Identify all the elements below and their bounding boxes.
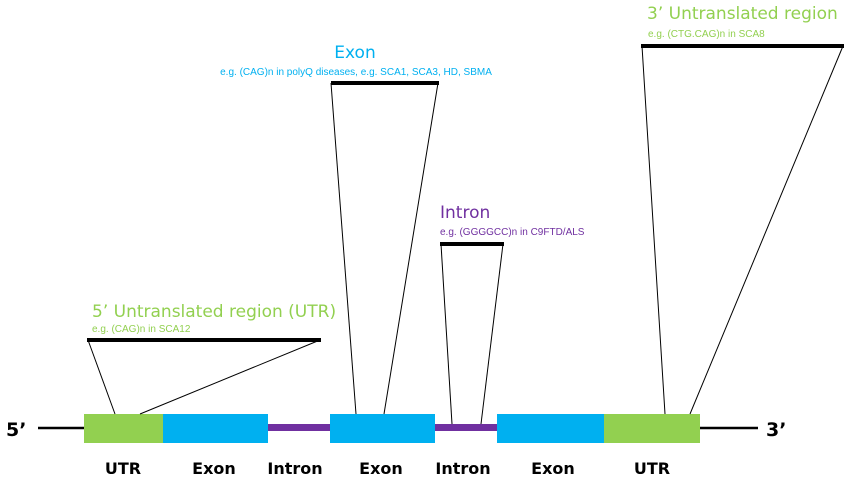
exon-connector-right <box>383 82 439 415</box>
intron-connector-left <box>440 243 453 425</box>
intron-callout-example: e.g. (GGGGCC)n in C9FTD/ALS <box>440 227 585 238</box>
utr5-connector-right <box>139 339 321 415</box>
exon-repeat-bar <box>331 81 439 85</box>
utr5-callout-title: 5’ Untranslated region (UTR) <box>92 302 336 322</box>
utr3-connector-left <box>641 45 666 415</box>
exon-connector-left <box>330 82 357 415</box>
intron-callout-title: Intron <box>440 203 490 223</box>
utr5-repeat-bar <box>87 338 321 342</box>
segment-label-exon-3: Exon <box>531 459 575 478</box>
utr3-repeat-bar <box>641 44 844 48</box>
five-prime-label: 5’ <box>6 419 26 441</box>
exon-segment-2 <box>330 414 435 443</box>
intron-repeat-bar <box>440 242 504 246</box>
utr-segment-3prime <box>604 414 700 443</box>
utr-segment-5prime <box>84 414 164 443</box>
intron-segment-2 <box>434 424 498 431</box>
utr3-connector-right <box>689 45 844 415</box>
segment-label-utr-3: UTR <box>634 459 670 478</box>
utr5-connector-left <box>87 339 116 415</box>
intron-connector-right <box>480 243 504 425</box>
exon-segment-1 <box>163 414 268 443</box>
exon-segment-3 <box>497 414 605 443</box>
segment-label-exon-2: Exon <box>359 459 403 478</box>
exon-callout-title: Exon <box>334 43 375 63</box>
utr3-callout-example: e.g. (CTG.CAG)n in SCA8 <box>648 29 765 40</box>
segment-label-utr-5: UTR <box>105 459 141 478</box>
exon-callout-example: e.g. (CAG)n in polyQ diseases, e.g. SCA1… <box>220 67 492 78</box>
intron-segment-1 <box>267 424 330 431</box>
segment-label-intron-2: Intron <box>435 459 490 478</box>
utr3-callout-title: 3’ Untranslated region <box>647 4 838 24</box>
segment-label-exon-1: Exon <box>192 459 236 478</box>
segment-label-intron-1: Intron <box>267 459 322 478</box>
three-prime-label: 3’ <box>766 419 786 441</box>
utr5-callout-example: e.g. (CAG)n in SCA12 <box>92 324 191 335</box>
